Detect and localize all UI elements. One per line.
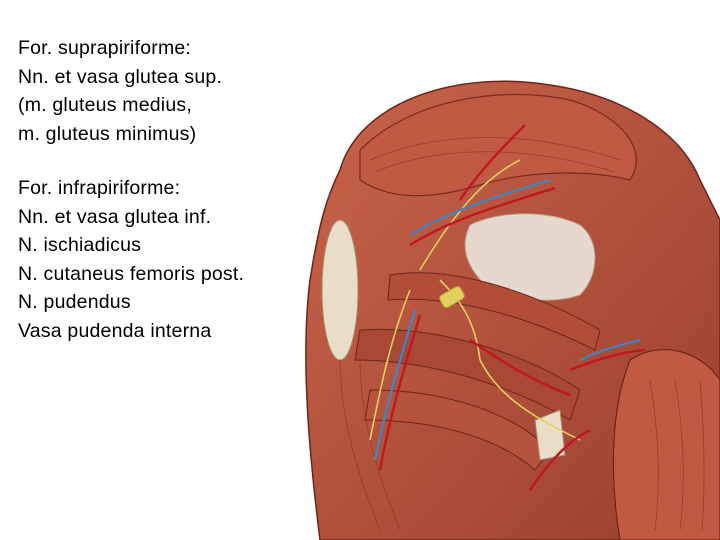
- suprapiriforme-line-vessels: Nn. et vasa glutea sup.: [18, 65, 223, 88]
- muscle-striations: [339, 137, 705, 531]
- gluteal-anatomy-illustration: [305, 80, 720, 540]
- fascia-patch: [464, 213, 596, 301]
- infrapiriforme-line-pudenda: Vasa pudenda interna: [18, 319, 212, 342]
- nerves: [369, 159, 581, 441]
- suprapiriforme-heading: For. suprapiriforme:: [18, 37, 192, 59]
- ischial-tendon: [534, 409, 566, 461]
- veins: [373, 178, 641, 461]
- infrapiriforme-line-pudendus: N. pudendus: [18, 291, 131, 313]
- gluteus-medius: [359, 93, 637, 197]
- infrapiriforme-line-cutaneus: N. cutaneus femoris post.: [18, 262, 245, 285]
- suprapiriforme-group: For. suprapiriforme: Nn. et vasa glutea …: [18, 34, 244, 148]
- suprapiriforme-line-minimus: m. gluteus minimus): [18, 122, 197, 145]
- infrapiriforme-heading: For. infrapiriforme:: [18, 177, 181, 199]
- obturator-region: [354, 328, 581, 421]
- infrapiriforme-line-vessels: Nn. et vasa glutea inf.: [18, 205, 212, 228]
- label-text-block: For. suprapiriforme: Nn. et vasa glutea …: [18, 34, 244, 371]
- suprapiriforme-line-medius: (m. gluteus medius,: [18, 94, 192, 116]
- trochanter-bone: [321, 219, 359, 361]
- infrapiriforme-line-ischiadicus: N. ischiadicus: [18, 234, 142, 256]
- infrapiriforme-group: For. infrapiriforme: Nn. et vasa glutea …: [18, 174, 244, 345]
- arteries: [378, 124, 646, 491]
- sciatic-nerve: [439, 285, 465, 309]
